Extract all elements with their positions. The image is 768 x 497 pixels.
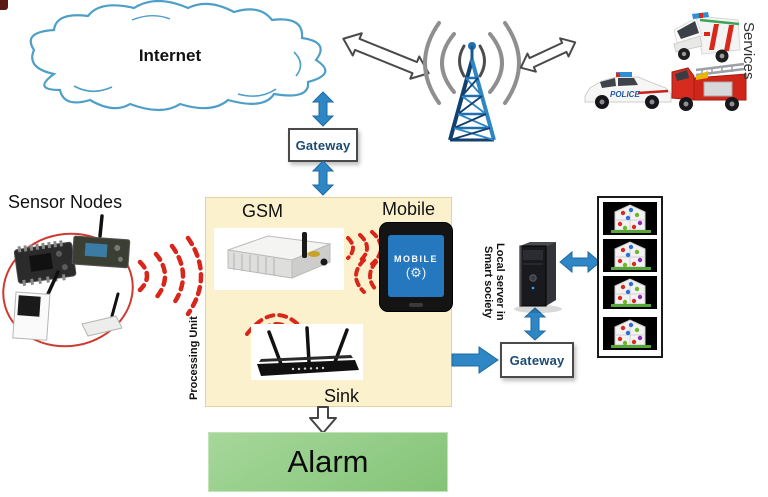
corner-artifact bbox=[0, 0, 8, 10]
server-tower-icon bbox=[514, 242, 562, 313]
signal-waves-sensors-icon bbox=[137, 235, 204, 317]
smart-house-icon bbox=[611, 319, 651, 348]
gateway-right-box: Gateway bbox=[500, 342, 574, 378]
smart-house-image bbox=[603, 202, 657, 235]
sensor-board-1-icon bbox=[13, 240, 77, 287]
gateway-right-label: Gateway bbox=[509, 352, 565, 368]
cell-tower-icon bbox=[423, 21, 521, 142]
processing-unit-box: GSM Mobile bbox=[205, 197, 453, 407]
phone-home-button bbox=[409, 303, 423, 307]
gsm-label: GSM bbox=[242, 201, 284, 221]
arrow-tower-services bbox=[519, 37, 577, 73]
processing-unit-label: Processing Unit bbox=[188, 316, 200, 400]
smart-house-image bbox=[603, 317, 657, 350]
alarm-box: Alarm bbox=[208, 432, 448, 492]
arrow-cloud-tower bbox=[342, 32, 430, 80]
sensor-node-devices bbox=[12, 214, 131, 341]
services-label: Services bbox=[740, 22, 757, 80]
arrow-server-images bbox=[559, 250, 601, 274]
gateway-top-box: Gateway bbox=[288, 128, 358, 162]
sensor-nodes-label: Sensor Nodes bbox=[8, 192, 123, 212]
arrow-cloud-gateway bbox=[311, 91, 335, 127]
ambulance-icon bbox=[673, 12, 741, 63]
gateway-top-label: Gateway bbox=[295, 137, 351, 153]
internet-label: Internet bbox=[138, 46, 202, 65]
gsm-module-icon bbox=[214, 228, 344, 290]
arrow-gateway-processing bbox=[311, 160, 335, 196]
police-car-icon: POLICE bbox=[584, 72, 672, 109]
mobile-screen-text: MOBILE bbox=[394, 253, 438, 264]
local-server-label-line1: Local server in bbox=[494, 243, 506, 321]
local-server-label-line2: Smart society bbox=[482, 245, 494, 319]
mobile-screen: MOBILE (⚙) bbox=[388, 235, 444, 297]
internet-cloud-icon bbox=[29, 0, 327, 112]
mobile-label: Mobile bbox=[382, 199, 436, 219]
arrow-server-gateway bbox=[523, 307, 547, 341]
sensor-device-3-icon bbox=[12, 270, 60, 341]
arrow-sink-alarm bbox=[309, 406, 337, 434]
sensor-board-2-icon bbox=[71, 214, 131, 269]
local-server-label: Local server in Smart society bbox=[482, 226, 506, 338]
smart-society-images-box bbox=[597, 196, 663, 358]
alarm-label: Alarm bbox=[287, 444, 369, 479]
mobile-phone-icon: MOBILE (⚙) bbox=[379, 222, 453, 312]
fire-truck-icon bbox=[671, 62, 747, 111]
smart-house-icon bbox=[611, 241, 651, 270]
police-text: POLICE bbox=[610, 90, 640, 99]
router-icon bbox=[251, 324, 363, 380]
arrow-processing-gateway-right bbox=[451, 346, 499, 374]
smart-house-image bbox=[603, 276, 657, 309]
sensor-device-4-icon bbox=[81, 292, 123, 337]
smart-house-icon bbox=[611, 278, 651, 307]
gear-icon: (⚙) bbox=[405, 264, 427, 280]
sink-label: Sink bbox=[324, 386, 360, 406]
smart-house-icon bbox=[611, 204, 651, 233]
smart-house-image bbox=[603, 239, 657, 272]
